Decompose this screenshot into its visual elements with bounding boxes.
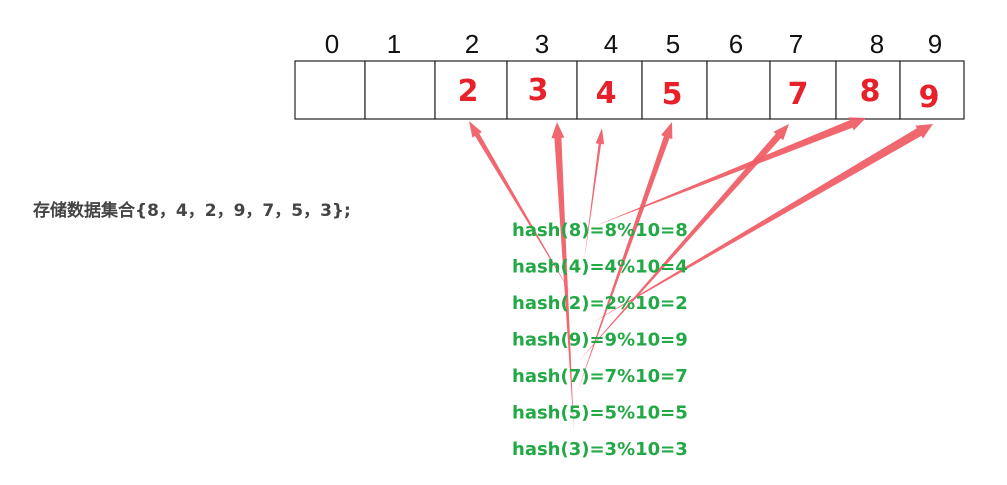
index-label-8: 8 [870, 29, 884, 59]
hash-formula-5: hash(5)=5%10=5 [512, 403, 688, 424]
arrow-to-cell-7 [578, 124, 789, 362]
hash-formula-7: hash(7)=7%10=7 [512, 366, 688, 387]
cell-value-5: 5 [662, 77, 683, 112]
index-label-3: 3 [535, 29, 549, 59]
arrow-to-cell-4 [584, 128, 605, 262]
cell-value-2: 2 [458, 74, 479, 109]
table-cell-9 [899, 60, 965, 120]
table-cell-8 [835, 60, 901, 120]
table-cell-7 [769, 60, 837, 120]
cell-value-7: 7 [788, 77, 809, 112]
index-label-4: 4 [604, 29, 618, 59]
hash-formula-2: hash(2)=2%10=2 [512, 293, 688, 314]
hash-arrows [469, 117, 933, 432]
dataset-label: 存储数据集合{8，4，2，9，7，5，3}; [33, 200, 351, 221]
table-cell-2 [434, 60, 508, 120]
arrow-to-cell-8 [595, 117, 866, 226]
cell-value-8: 8 [860, 74, 881, 109]
hash-formula-9: hash(9)=9%10=9 [512, 330, 688, 351]
index-label-9: 9 [928, 29, 942, 59]
cell-value-9: 9 [919, 80, 940, 115]
arrow-to-cell-9 [590, 124, 933, 324]
index-label-0: 0 [325, 29, 339, 59]
cell-value-3: 3 [528, 73, 549, 108]
table-cell-4 [576, 60, 643, 120]
arrow-to-cell-5 [577, 122, 673, 393]
table-cell-3 [506, 60, 578, 120]
table-cell-1 [364, 60, 436, 120]
index-labels: 0 1 2 3 4 5 6 7 8 9 [325, 29, 942, 59]
table-cell-6 [706, 60, 771, 120]
table-cell-0 [294, 60, 366, 120]
hash-formula-8: hash(8)=8%10=8 [512, 220, 688, 241]
index-label-6: 6 [729, 29, 743, 59]
cell-value-4: 4 [596, 76, 617, 111]
index-label-5: 5 [666, 29, 680, 59]
hash-formula-4: hash(4)=4%10=4 [512, 257, 688, 278]
hash-formulas: hash(8)=8%10=8 hash(4)=4%10=4 hash(2)=2%10… [512, 220, 688, 460]
index-label-7: 7 [789, 29, 803, 59]
arrow-to-cell-3 [551, 122, 574, 432]
index-label-1: 1 [387, 29, 401, 59]
index-label-2: 2 [465, 29, 479, 59]
hash-formula-3: hash(3)=3%10=3 [512, 439, 688, 460]
arrow-to-cell-2 [469, 121, 572, 295]
hash-table-cells: 2 3 4 5 7 8 9 [294, 60, 965, 120]
